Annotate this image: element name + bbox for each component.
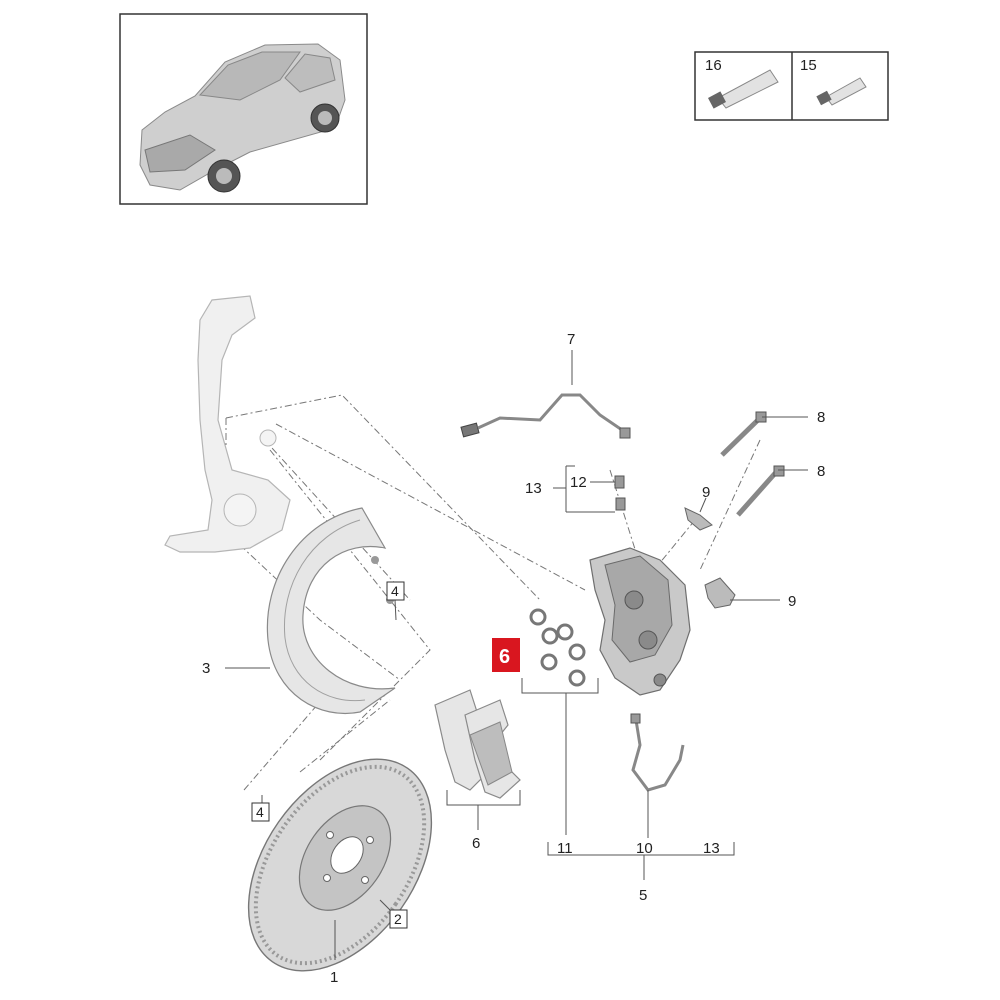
label-8-upper[interactable]: 8 [817, 409, 825, 426]
steering-knuckle [164, 295, 291, 553]
wear-sensor-7 [460, 393, 631, 439]
leader-lines [225, 350, 808, 960]
lubricant-box: 16 15 [694, 51, 889, 121]
wear-sensor-10 [630, 713, 685, 792]
boxed-label-4-shield[interactable]: 4 [391, 583, 399, 599]
grease-tube-16[interactable] [708, 69, 779, 109]
brake-caliper [589, 547, 691, 696]
boxed-labels: 4 4 2 [251, 581, 408, 929]
label-3[interactable]: 3 [202, 660, 210, 677]
label-6[interactable]: 6 [472, 835, 480, 852]
label-15[interactable]: 15 [800, 57, 817, 74]
grease-tube-15[interactable] [816, 77, 867, 106]
label-5[interactable]: 5 [639, 887, 647, 904]
seal-rings [529, 608, 586, 687]
vehicle-thumbnail [119, 13, 368, 205]
label-13-bracket[interactable]: 13 [525, 480, 542, 497]
caliper-bolts [720, 411, 785, 517]
spring-clip-lower [704, 577, 736, 609]
brake-disc [247, 758, 433, 972]
highlight-label-6[interactable]: 6 [499, 646, 510, 668]
boxed-label-4-disc[interactable]: 4 [256, 804, 264, 820]
car-image [139, 43, 346, 193]
label-10[interactable]: 10 [636, 840, 653, 857]
bleeder-valve [614, 475, 626, 511]
brake-dust-shield [266, 507, 396, 714]
brake-pads [434, 689, 521, 799]
spring-clip-upper [684, 507, 713, 531]
label-11[interactable]: 11 [557, 840, 573, 857]
label-16[interactable]: 16 [705, 57, 722, 74]
highlight-badge[interactable] [492, 638, 520, 672]
label-9-lower[interactable]: 9 [788, 593, 796, 610]
label-13[interactable]: 13 [703, 840, 720, 857]
part-labels: 7 8 8 9 9 12 13 3 1 6 11 10 13 5 [202, 331, 825, 986]
label-12[interactable]: 12 [570, 474, 587, 491]
label-1[interactable]: 1 [330, 969, 338, 986]
highlight-6[interactable]: 6 [492, 638, 520, 672]
label-8-lower[interactable]: 8 [817, 463, 825, 480]
label-7[interactable]: 7 [567, 331, 575, 348]
label-9-upper[interactable]: 9 [702, 484, 710, 501]
boxed-label-2[interactable]: 2 [394, 911, 402, 927]
